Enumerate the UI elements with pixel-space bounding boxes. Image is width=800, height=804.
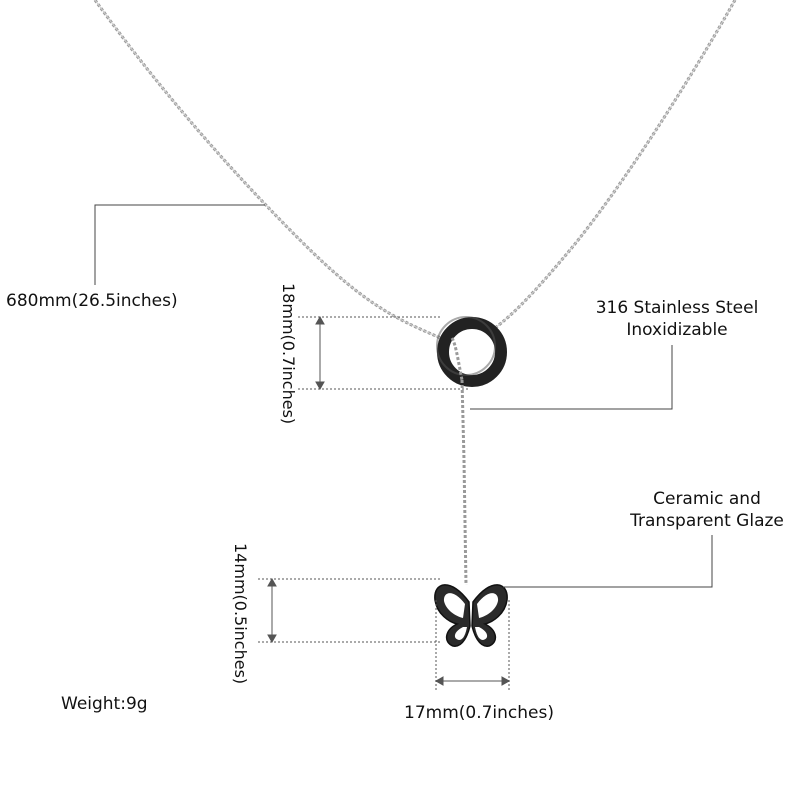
- butterfly-pendant: [434, 584, 508, 647]
- length-label: 680mm(26.5inches): [6, 291, 178, 311]
- weight-label: Weight:9g: [61, 694, 148, 714]
- butterfly-width-label: 17mm(0.7inches): [404, 703, 554, 723]
- butterfly-height-dimension: [258, 577, 440, 644]
- material-ceramic-label: Ceramic and Transparent Glaze: [607, 488, 800, 532]
- material-steel-line2: Inoxidizable: [626, 320, 728, 340]
- material-steel-label: 316 Stainless Steel Inoxidizable: [572, 297, 782, 341]
- ring-dimension: [298, 315, 470, 391]
- ceramic-ring: [436, 316, 507, 387]
- chain-left: [93, 0, 446, 342]
- steel-pointer: [470, 345, 673, 410]
- material-ceramic-line2: Transparent Glaze: [630, 511, 784, 531]
- chain-drop: [460, 379, 468, 586]
- chain-right: [489, 0, 737, 334]
- butterfly-width-dimension: [434, 600, 511, 692]
- material-steel-line1: 316 Stainless Steel: [595, 298, 759, 318]
- length-pointer: [94, 204, 265, 285]
- ceramic-pointer: [503, 535, 713, 588]
- butterfly-height-label: 14mm(0.5inches): [231, 543, 250, 685]
- ring-size-label: 18mm(0.7inches): [279, 283, 298, 425]
- material-ceramic-line1: Ceramic and: [653, 489, 761, 509]
